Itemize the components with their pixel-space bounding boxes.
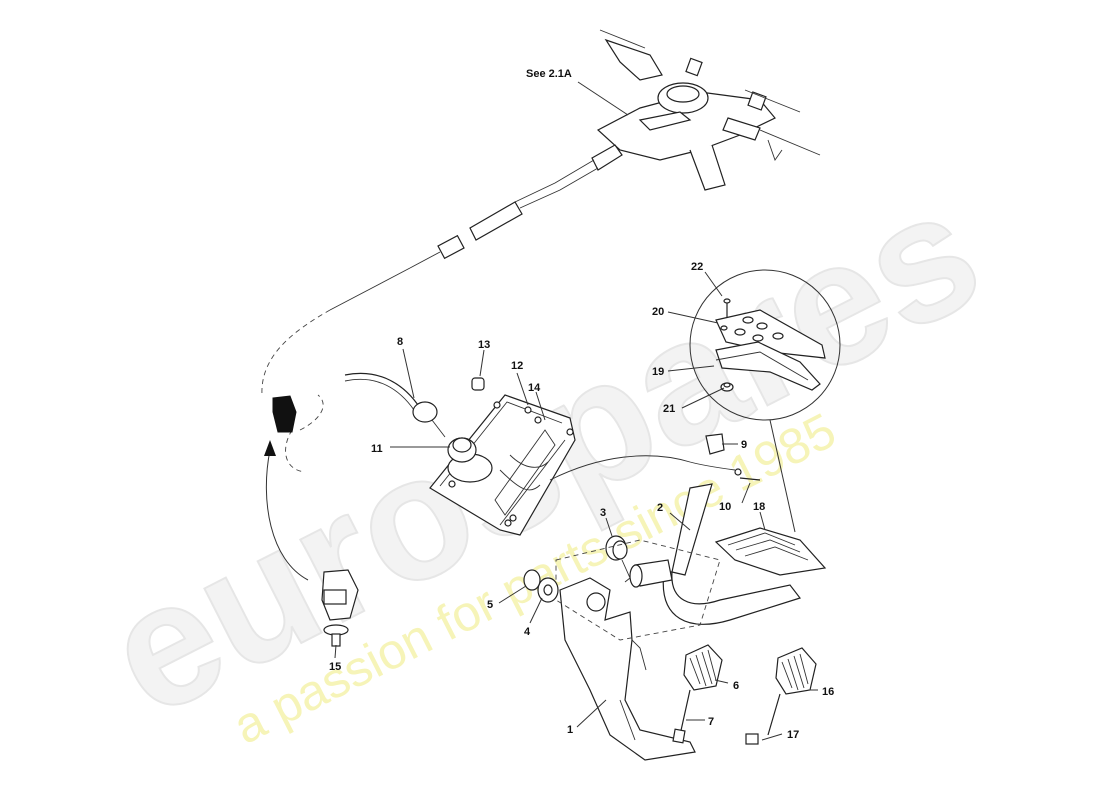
- part-7-bolt: [672, 689, 691, 744]
- callout-21: 21: [663, 403, 675, 415]
- part-8-cable: [344, 372, 446, 438]
- part-9-clip: [705, 433, 725, 455]
- callout-9: 9: [741, 439, 747, 451]
- part-10-pin: [734, 468, 761, 481]
- callout-14: 14: [528, 382, 541, 394]
- part-4-bush: [537, 577, 559, 603]
- callout-1: 1: [567, 724, 573, 736]
- part-18-pedal-pad: [714, 527, 827, 576]
- pedal-mounting-plate: [429, 394, 576, 536]
- callout-19: 19: [652, 366, 664, 378]
- callout-15: 15: [329, 661, 341, 673]
- part-1-pedal-box: [555, 539, 721, 761]
- arrow: [264, 440, 309, 581]
- callout-10: 10: [719, 501, 731, 513]
- callout-12: 12: [511, 360, 523, 372]
- callout-16: 16: [822, 686, 834, 698]
- callout-4: 4: [524, 626, 531, 638]
- callout-17: 17: [787, 729, 799, 741]
- leader-lines: [334, 81, 818, 741]
- part-3-spring: [605, 535, 631, 583]
- callout-6: 6: [733, 680, 739, 692]
- callout-3: 3: [600, 507, 606, 519]
- callout-20: 20: [652, 306, 664, 318]
- callout-18: 18: [753, 501, 765, 513]
- callout-11: 11: [371, 443, 383, 455]
- callout-2: 2: [657, 502, 663, 514]
- part-17-bolt: [745, 693, 781, 745]
- callout-5: 5: [487, 599, 493, 611]
- part-2-pedal-arm: [629, 483, 801, 625]
- reference-label: See 2.1A: [526, 68, 572, 80]
- upper-bracket-assembly: [596, 29, 821, 191]
- detail-view: [689, 269, 841, 533]
- throttle-cable: [261, 144, 623, 473]
- callout-7: 7: [708, 716, 714, 728]
- part-6-stop-pad: [683, 644, 723, 691]
- callout-13: 13: [478, 339, 490, 351]
- part-16-stop-pad: [775, 647, 817, 695]
- part-11-grommet: [447, 437, 493, 483]
- labels: See 2.1A 1 2 3 4 5 6 7 8 9 10 11 12 13 1…: [329, 68, 834, 741]
- callout-22: 22: [691, 261, 703, 273]
- cable-end-clip: [272, 395, 297, 433]
- part-13-sleeve: [471, 377, 485, 391]
- part-15-clip: [321, 569, 359, 647]
- part-5-nut: [523, 569, 541, 591]
- part-cable-link: [549, 455, 736, 481]
- callout-8: 8: [397, 336, 403, 348]
